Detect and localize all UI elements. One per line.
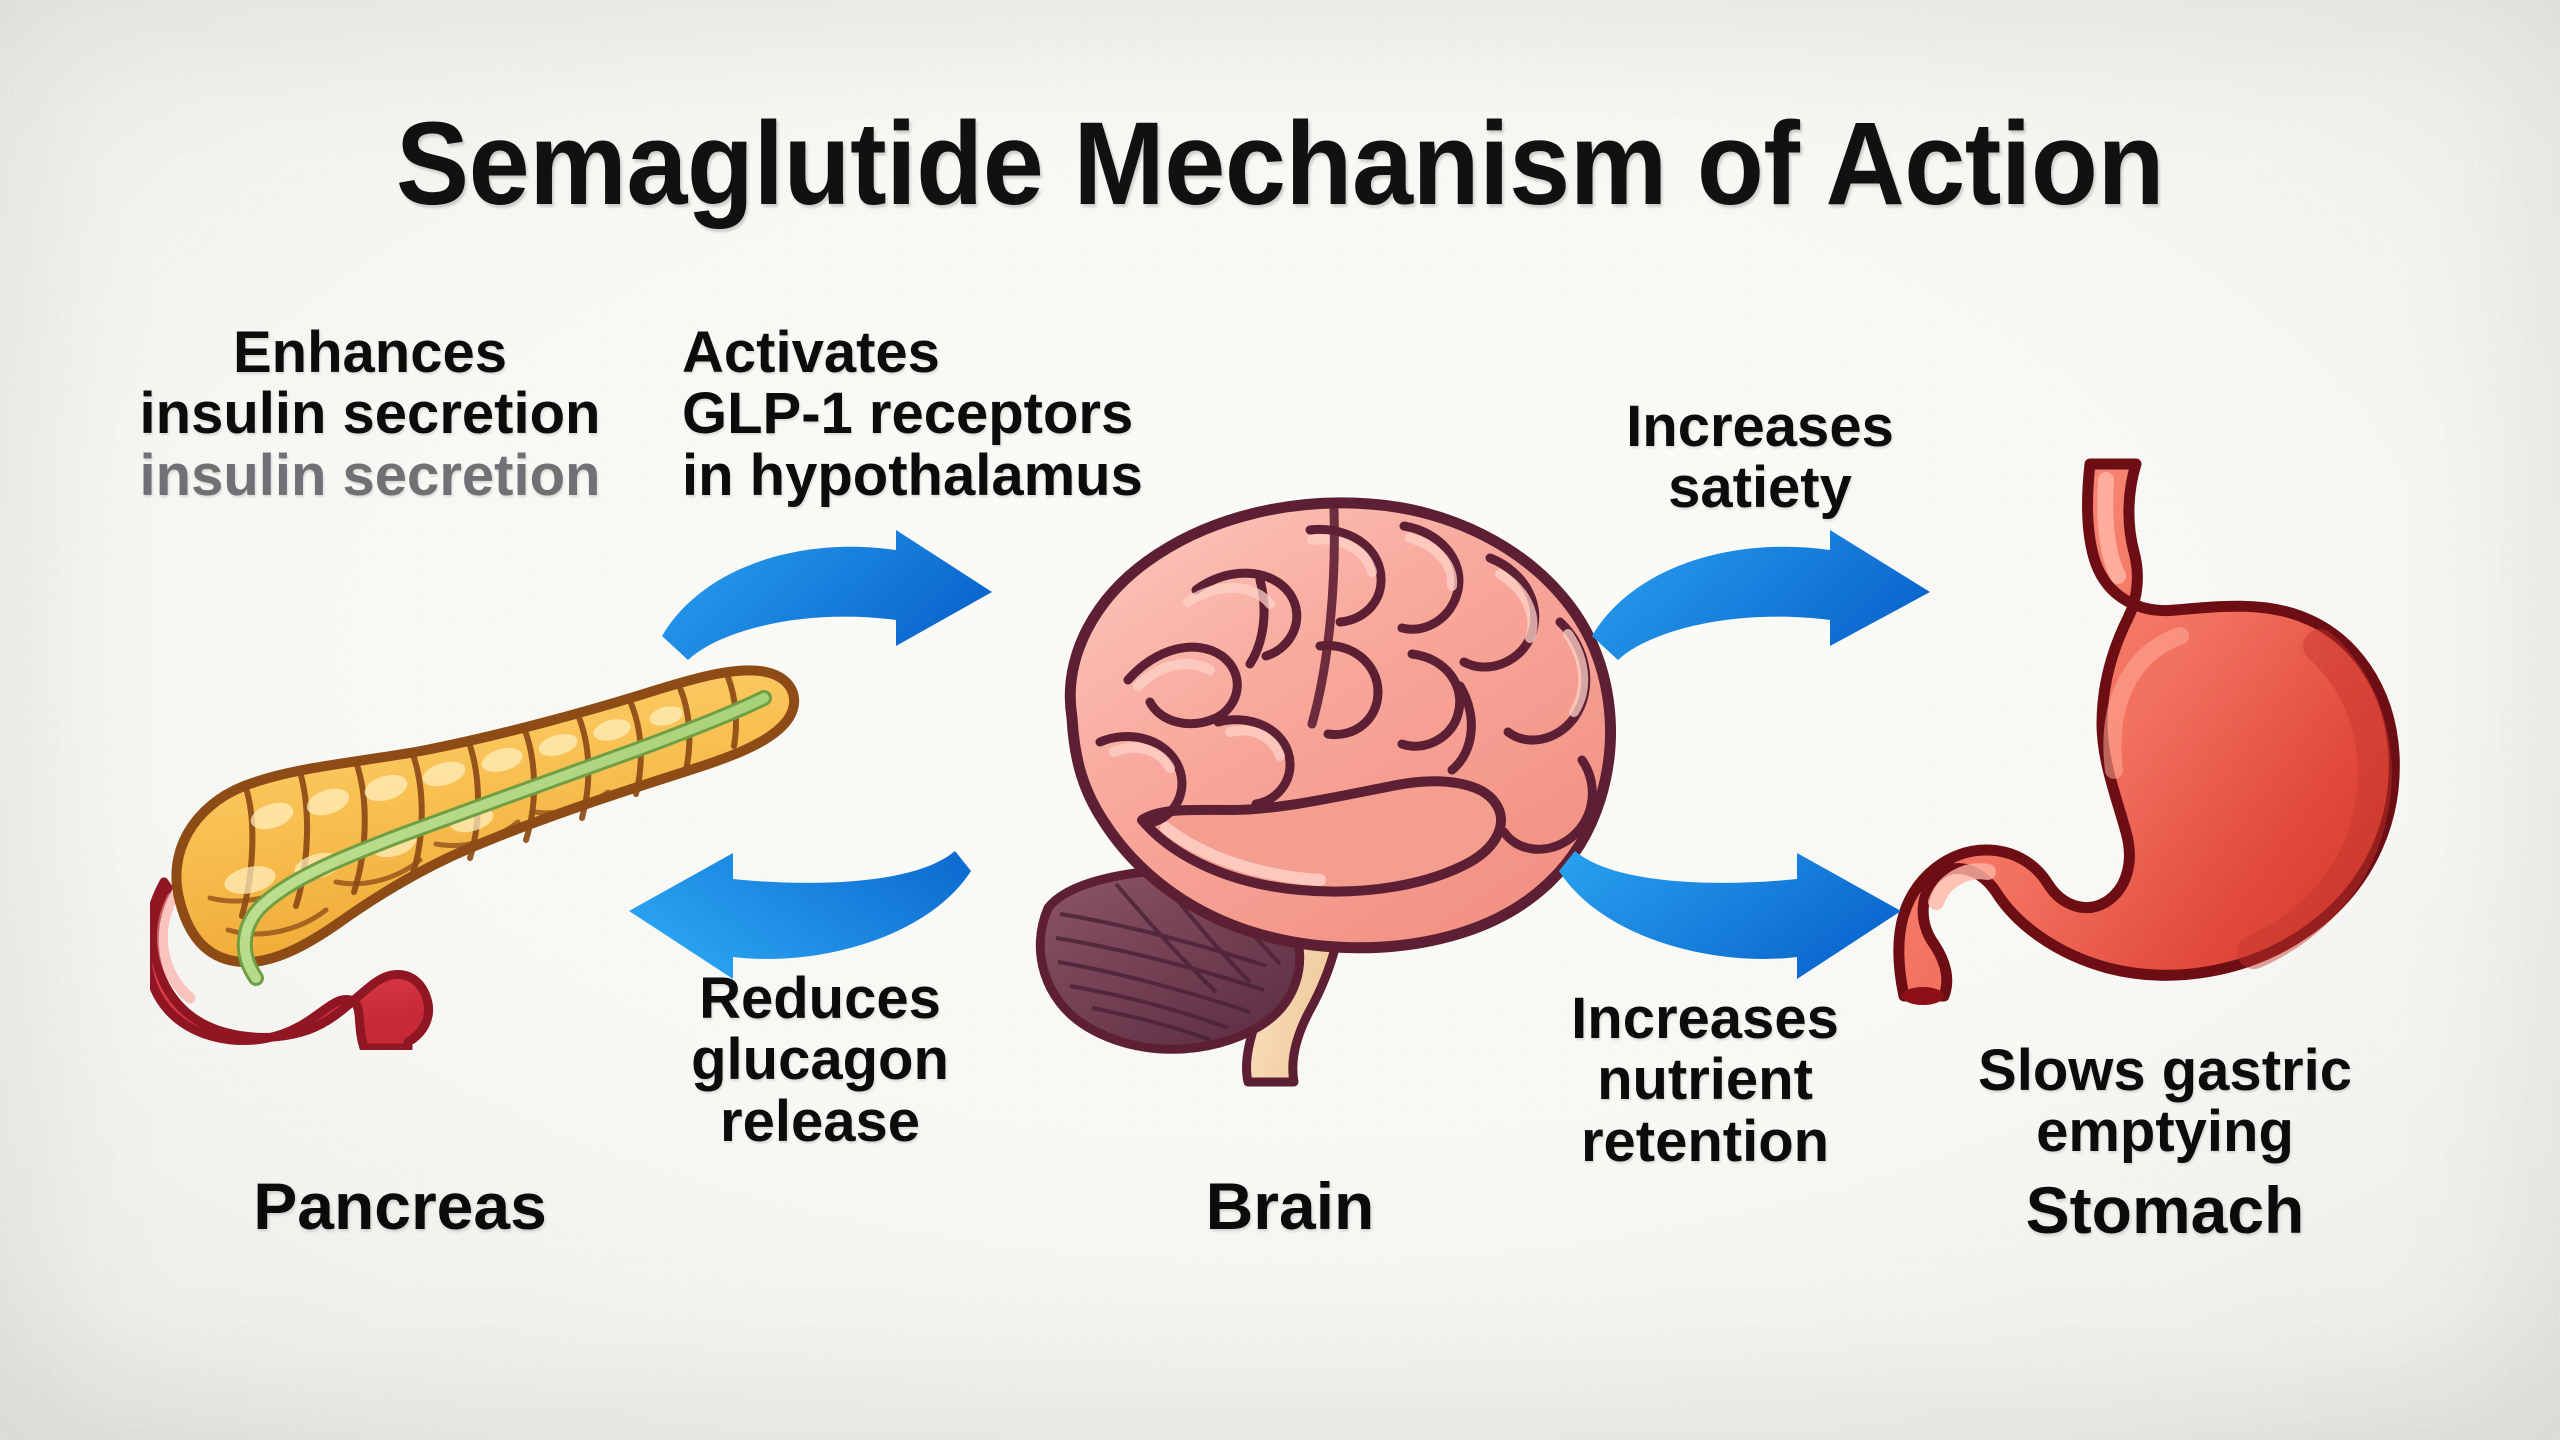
callout-slows-gastric-emptying: Slows gastric emptying [1930,1040,2400,1163]
arrow-pancreas-to-brain [650,520,1010,680]
callout-line: Slows gastric [1978,1038,2352,1103]
callout-line: Increases [1571,986,1839,1051]
arrow-brain-to-stomach-lower [1545,845,1915,995]
callout-line: GLP-1 receptors [682,381,1134,447]
callout-line: nutrient [1597,1047,1813,1113]
callout-increases-nutrient-retention: Increases nutrient retention [1540,986,1870,1174]
page-title: Semaglutide Mechanism of Action [395,98,2165,230]
organ-label-pancreas: Pancreas [253,1169,547,1243]
callout-line: glucagon [691,1027,949,1093]
callout-line: Enhances [233,320,507,385]
callout-line: Activates [682,320,940,385]
callout-line: emptying [2036,1099,2294,1165]
callout-reduces-glucagon-release: Reduces glucagon release [630,966,1010,1154]
organ-label-stomach: Stomach [2025,1173,2305,1247]
callout-line-ghost: insulin secretion [139,442,601,508]
brain-illustration [960,470,1640,1090]
callout-enhances-insulin-secretion: Enhances insulin secretion insulin secre… [120,320,620,508]
organ-label-brain: Brain [1205,1169,1375,1243]
arrow-brain-to-stomach [1580,520,1950,680]
callout-line: Reduces [699,966,941,1031]
callout-increases-satiety: Increases satiety [1560,396,1960,519]
callout-line: release [720,1088,920,1154]
arrow-brain-to-pancreas [615,845,985,995]
callout-line: in hypothalamus [682,442,1143,508]
callout-activates-glp1-receptors: Activates GLP-1 receptors in hypothalamu… [682,320,1182,508]
callout-line: insulin secretion [139,381,601,447]
callout-line: satiety [1668,455,1852,521]
callout-line: Increases [1626,394,1894,459]
callout-line: retention [1580,1108,1830,1174]
stomach-illustration [1890,440,2430,1020]
pancreas-illustration [142,630,810,1053]
